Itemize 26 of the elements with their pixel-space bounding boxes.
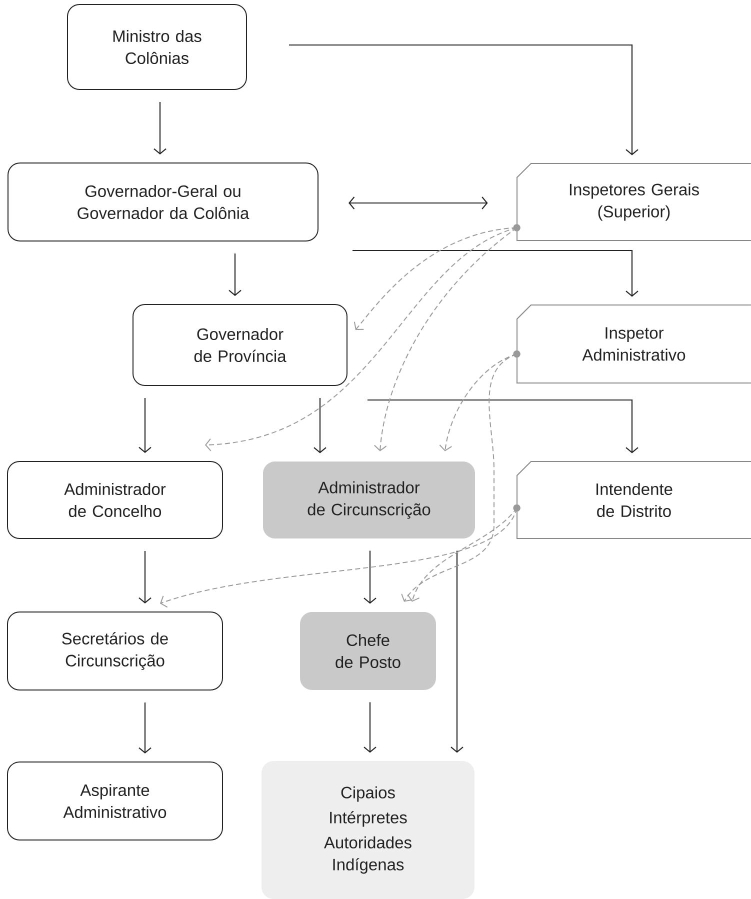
rounded-box: Secretários de Circunscrição — [7, 612, 223, 690]
cut-corner-box: Intendente de Distrito — [516, 461, 751, 539]
arrow — [368, 399, 638, 454]
arrow — [450, 550, 464, 753]
rounded-box: Ministro das Colônias — [67, 4, 247, 90]
arrow — [314, 398, 326, 454]
cut-corner-box: Inspetor Administrativo — [516, 304, 751, 384]
rounded-box: Administrador de Concelho — [7, 461, 223, 539]
cut-corner-box: Inspetores Gerais (Superior) — [516, 163, 751, 241]
rounded-box: Aspirante Administrativo — [7, 762, 223, 840]
arrow — [154, 102, 166, 154]
shaded-box: Administrador de Circunscrição — [263, 462, 475, 538]
arrow — [364, 702, 376, 753]
shaded-box: Chefe de Posto — [300, 612, 436, 690]
shaded-box: Cipaios Intérpretes Autoridades Indígenas — [262, 761, 474, 899]
rounded-box: Governador-Geral ou Governador da Colônia — [8, 162, 318, 242]
arrow — [352, 250, 638, 297]
arrow — [289, 44, 638, 156]
rounded-box: Governador de Província — [132, 304, 348, 386]
arrow — [228, 254, 242, 296]
arrow — [138, 551, 152, 604]
double-arrow — [348, 196, 488, 210]
arrow — [138, 398, 152, 453]
arrow — [138, 702, 152, 754]
dashed-arrow — [407, 508, 518, 602]
arrow — [364, 550, 376, 604]
